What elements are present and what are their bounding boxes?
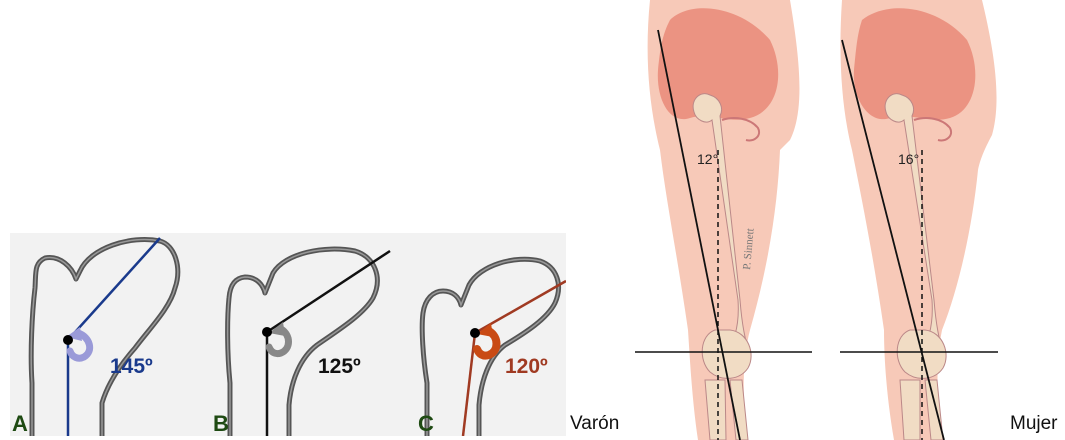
label-male: Varón (570, 414, 619, 433)
angle-label-a: 145º (110, 356, 153, 377)
panel-letter-b: B (213, 413, 229, 435)
label-female: Mujer (1010, 414, 1058, 433)
neck-axis-a (68, 238, 160, 340)
angle-label-female: 16° (898, 152, 919, 166)
leg-illustration-male: P. Sinnett (630, 0, 825, 440)
vertex-dot-c (470, 328, 480, 338)
femur-diagram-c (405, 233, 566, 436)
vertex-dot-b (262, 327, 272, 337)
leg-illustration-female (832, 0, 1007, 440)
vertex-dot-a (63, 335, 73, 345)
femur-angle-panel: 145º A 125º B 120º C (10, 233, 566, 436)
angle-label-b: 125º (318, 356, 361, 377)
femur-diagram-b (205, 233, 395, 436)
angle-label-male: 12° (697, 152, 718, 166)
femur-diagram-a (10, 233, 200, 436)
angle-label-c: 120º (505, 356, 548, 377)
panel-letter-c: C (418, 413, 434, 435)
panel-letter-a: A (12, 413, 28, 435)
